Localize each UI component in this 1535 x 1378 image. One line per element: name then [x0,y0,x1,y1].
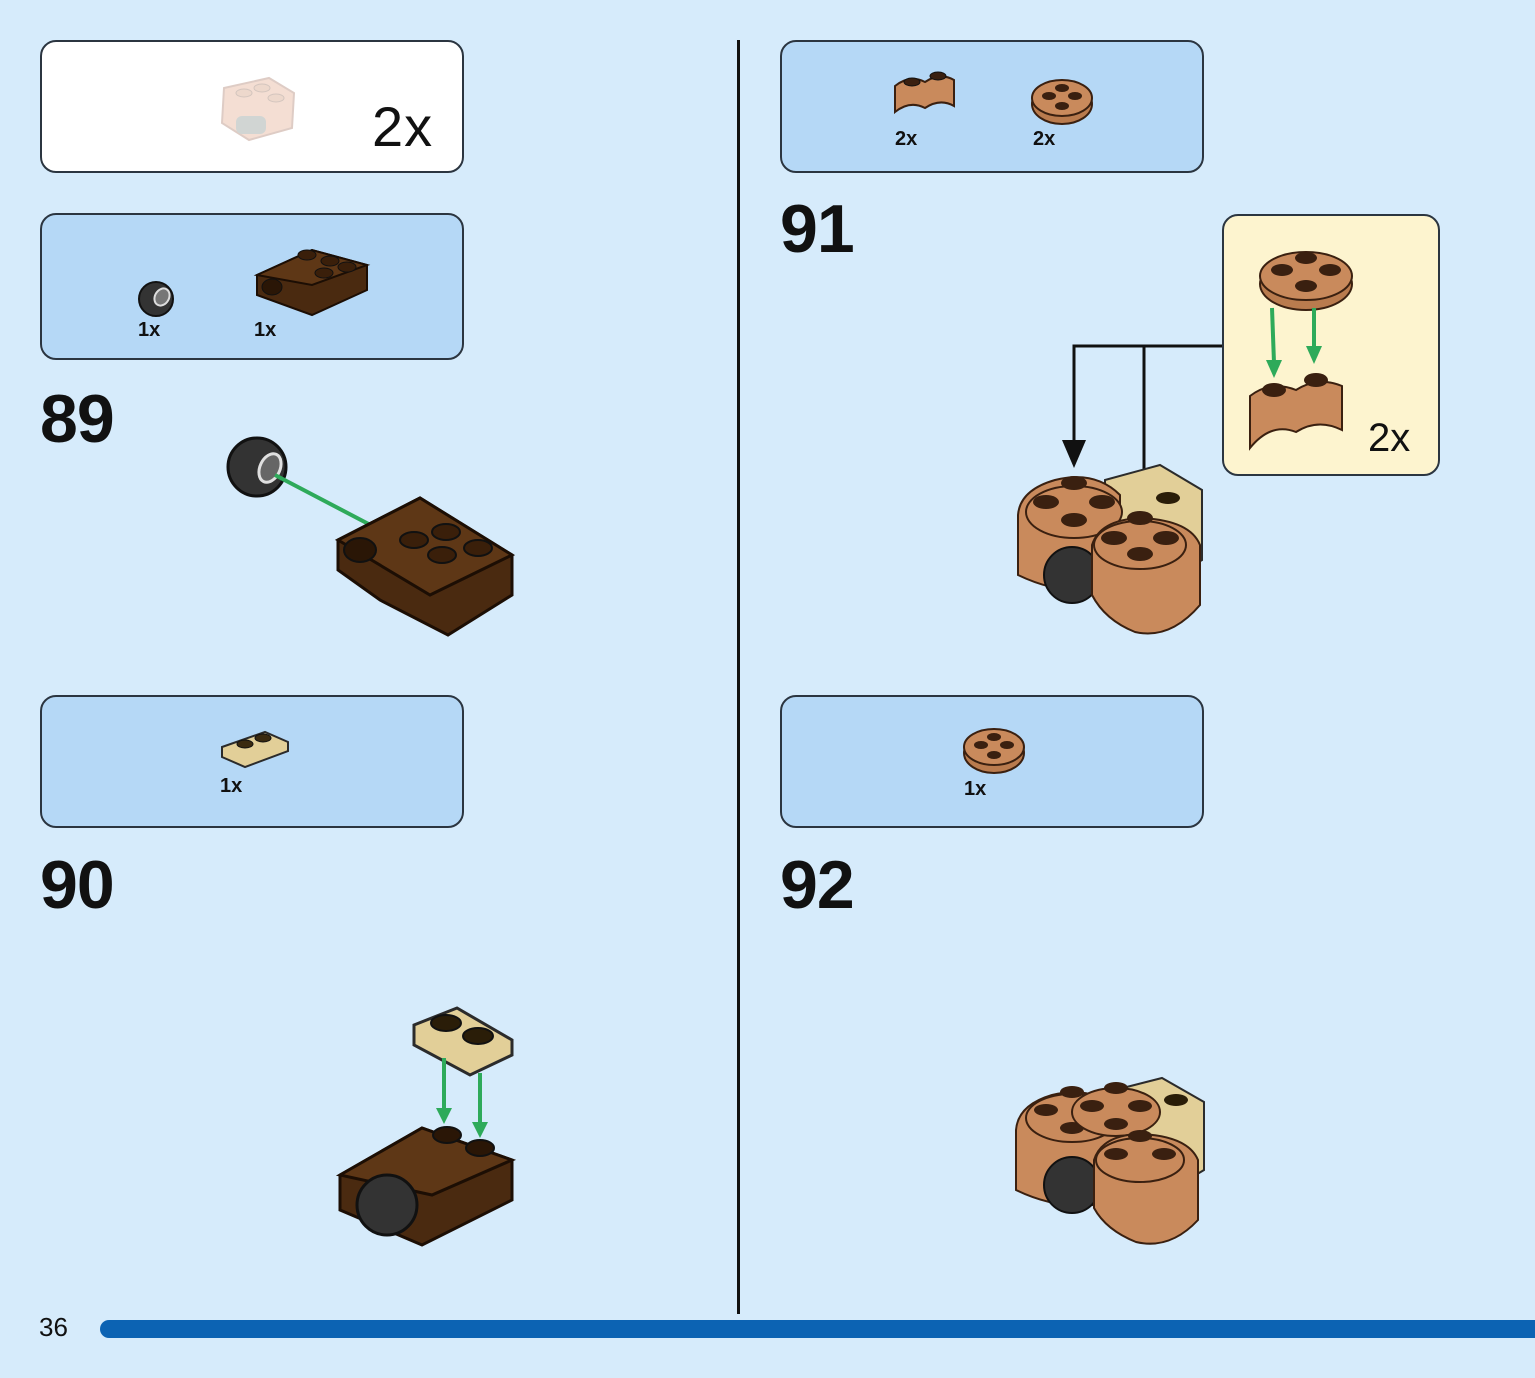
step-91-parts-box: 2x 2x [780,40,1204,173]
part-quantity: 2x [1033,128,1056,150]
nougat-round-plate-icon [963,728,1025,774]
tan-plate-1x2-icon [412,1006,514,1077]
green-arrow-icon [274,473,381,532]
step-89-parts-box: 1x 1x [40,213,464,360]
part-quantity: 1x [220,775,243,797]
tan-plate-1x2-icon [221,730,289,769]
black-arrow-icon [1062,440,1086,468]
dark-brown-brick-with-clip-icon [253,248,371,317]
black-ball-joint-icon [1043,1156,1101,1214]
step-91-number: 91 [780,191,855,267]
black-ball-joint-icon [355,1173,419,1237]
step-89-assembly-illustration [226,436,516,637]
part-quantity: 1x [138,319,161,341]
step-90-number: 90 [40,847,115,923]
brown-assembly-preview-icon [220,76,296,142]
black-ball-joint-icon [138,281,174,317]
step-90-assembly-illustration [335,1006,517,1247]
page-number: 36 [39,1312,68,1342]
step-92-assembly-illustration [1015,1076,1205,1245]
step-91-subassembly-callout: 2x [1222,214,1440,476]
green-arrow-icon [1266,307,1322,378]
step-92-parts-box: 1x [780,695,1204,828]
nougat-curved-brick-icon [1249,373,1343,451]
part-quantity: 2x [895,128,918,150]
submodel-multiplier: 2x [372,95,434,158]
column-divider [737,40,740,1314]
nougat-round-plate-icon [1259,251,1353,311]
callout-multiplier: 2x [1368,416,1411,460]
step-92-number: 92 [780,847,855,923]
nougat-round-plate-icon [1031,79,1093,125]
step-89-number: 89 [40,381,115,457]
submodel-preview-box: 2x [40,40,464,173]
part-quantity: 1x [964,778,987,800]
step-90-parts-box: 1x [40,695,464,828]
part-quantity: 1x [254,319,277,341]
nougat-curved-brick-icon [894,71,955,115]
page-progress-bar [100,1320,1535,1338]
step-91-assembly-illustration [1017,344,1222,635]
